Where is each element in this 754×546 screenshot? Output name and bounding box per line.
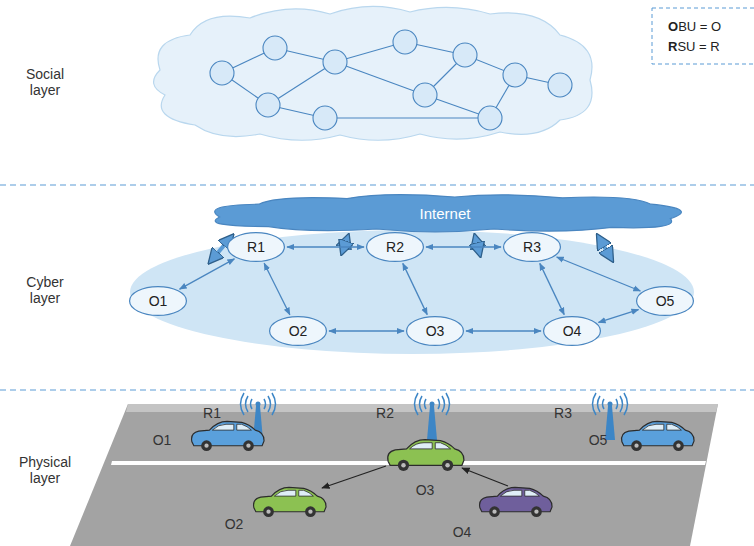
node-label: O1 xyxy=(149,293,168,309)
network-link xyxy=(329,330,404,331)
obu-label: O1 xyxy=(153,432,172,448)
layer-separator xyxy=(0,185,754,186)
cloud-label: Internet xyxy=(420,205,471,222)
cyber-region xyxy=(130,230,694,354)
network-node: O5 xyxy=(636,286,694,316)
layer-separator xyxy=(0,390,754,391)
network-node: R1 xyxy=(227,232,285,262)
node-label: O2 xyxy=(289,323,308,339)
obu-label: O4 xyxy=(453,524,472,540)
layer-title: Physical layer xyxy=(10,454,80,486)
road xyxy=(70,404,718,546)
network-link xyxy=(264,263,290,314)
network-link xyxy=(287,246,364,247)
network-node: O3 xyxy=(406,316,464,346)
obu-label: O3 xyxy=(416,482,435,498)
network-node: O4 xyxy=(543,316,601,346)
rsu-label: R3 xyxy=(554,405,572,421)
network-link xyxy=(426,246,501,247)
social-cloud xyxy=(154,6,592,140)
node-label: O3 xyxy=(426,323,445,339)
legend-note: OBU = O xyxy=(668,20,721,35)
network-link xyxy=(180,259,235,289)
network-link xyxy=(557,257,641,291)
obu-label: O2 xyxy=(225,516,244,532)
rsu-label: R2 xyxy=(376,405,394,421)
node-label: R1 xyxy=(247,239,265,255)
node-label: O4 xyxy=(563,323,582,339)
rsu-label: R1 xyxy=(203,405,221,421)
network-link xyxy=(466,330,541,331)
node-label: O5 xyxy=(656,293,675,309)
network-link xyxy=(403,263,427,314)
node-label: R3 xyxy=(523,239,541,255)
layer-title: Social layer xyxy=(15,66,75,98)
internet-cloud-node: Internet xyxy=(200,193,690,233)
network-node: O2 xyxy=(269,316,327,346)
network-link xyxy=(540,263,564,314)
network-node: O1 xyxy=(129,286,187,316)
legend-note: RSU = R xyxy=(668,40,720,55)
layer-title: Cyber layer xyxy=(15,274,75,306)
node-label: R2 xyxy=(386,239,404,255)
obu-label: O5 xyxy=(589,432,608,448)
legend-box xyxy=(652,8,754,64)
network-node: R2 xyxy=(366,232,424,262)
network-link xyxy=(599,310,639,323)
network-node: R3 xyxy=(503,232,561,262)
